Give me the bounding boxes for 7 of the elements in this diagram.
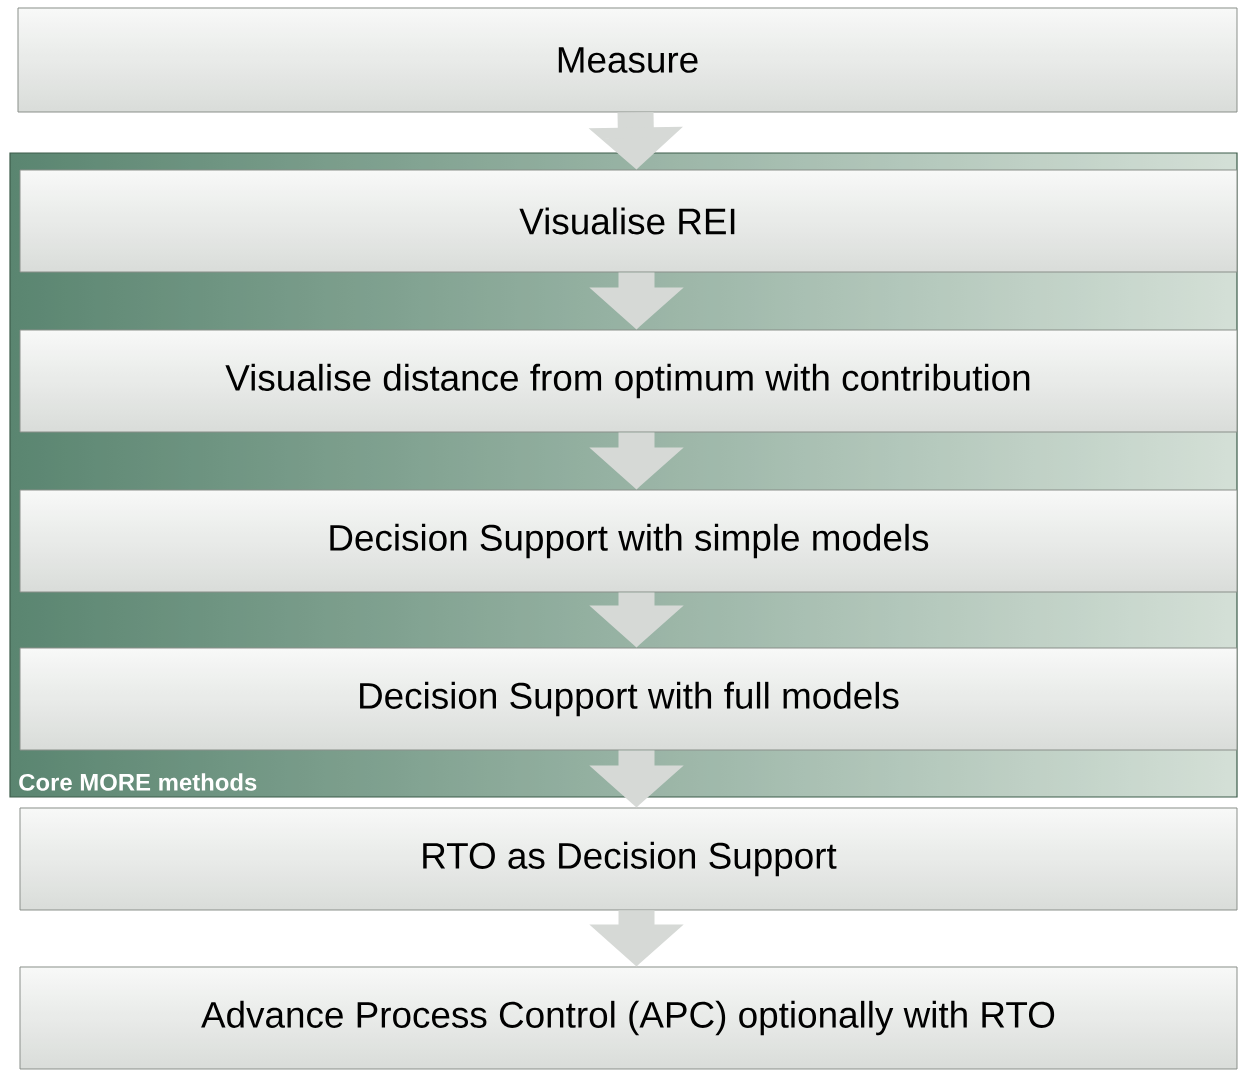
process-box: Decision Support with full models [19, 647, 1238, 751]
process-box: Measure [17, 7, 1238, 113]
process-box: Advance Process Control (APC) optionally with RTO [19, 966, 1238, 1070]
process-box: Visualise distance from optimum with contribution [19, 329, 1238, 433]
process-box: Visualise REI [19, 169, 1238, 273]
process-box: RTO as Decision Support [19, 807, 1238, 911]
process-box: Decision Support with simple models [19, 489, 1238, 593]
